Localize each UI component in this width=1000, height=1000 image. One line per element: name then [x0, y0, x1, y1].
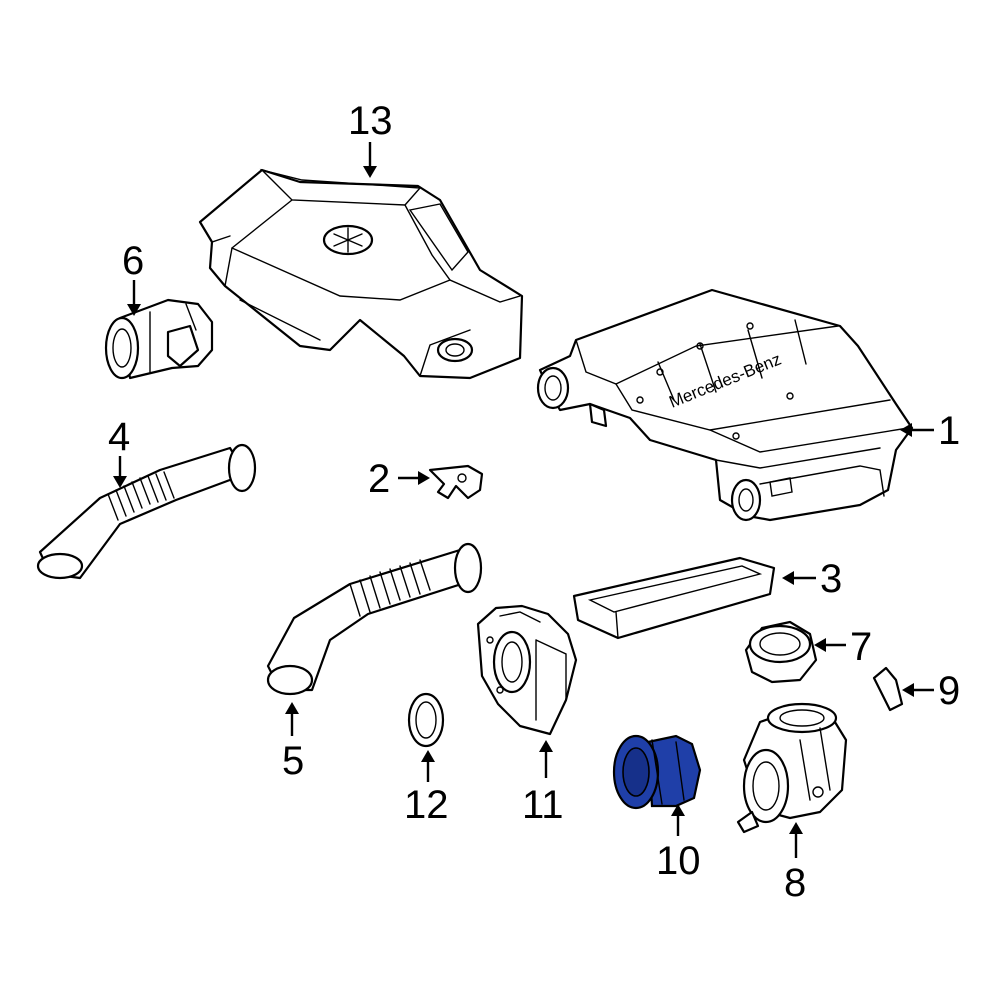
part-12-gasket[interactable] [407, 692, 445, 748]
part-10-seal-highlighted[interactable] [612, 734, 702, 810]
part-11-throttle-body[interactable] [476, 604, 578, 736]
callout-2: 2 [368, 457, 390, 501]
callout-11: 11 [522, 783, 564, 827]
callout-7: 7 [850, 625, 872, 669]
part-13-engine-cover[interactable] [198, 168, 524, 380]
callout-5: 5 [282, 739, 304, 783]
callout-10: 10 [656, 839, 701, 883]
part-9-clip[interactable] [872, 666, 904, 712]
part-8-intake-duct[interactable] [736, 702, 848, 834]
part-3-air-filter[interactable] [572, 556, 776, 640]
callout-1: 1 [938, 409, 960, 453]
callout-13: 13 [348, 99, 393, 143]
part-6-air-flow-sensor[interactable] [104, 298, 214, 380]
callout-labels: 13 6 1 2 4 3 7 9 5 12 11 10 8 [108, 99, 960, 905]
part-4-intake-hose[interactable] [36, 443, 257, 580]
callout-3: 3 [820, 557, 842, 601]
part-7-coupler[interactable] [744, 620, 818, 684]
part-1-air-cleaner-housing[interactable]: Mercedes-Benz [536, 288, 914, 522]
callout-9: 9 [938, 669, 960, 713]
part-5-intake-hose[interactable] [266, 542, 483, 696]
callout-arrows [113, 142, 934, 858]
callout-8: 8 [784, 861, 806, 905]
part-2-bracket-clip[interactable] [428, 464, 484, 500]
callout-6: 6 [122, 239, 144, 283]
callout-12: 12 [404, 783, 449, 827]
callout-4: 4 [108, 415, 130, 459]
